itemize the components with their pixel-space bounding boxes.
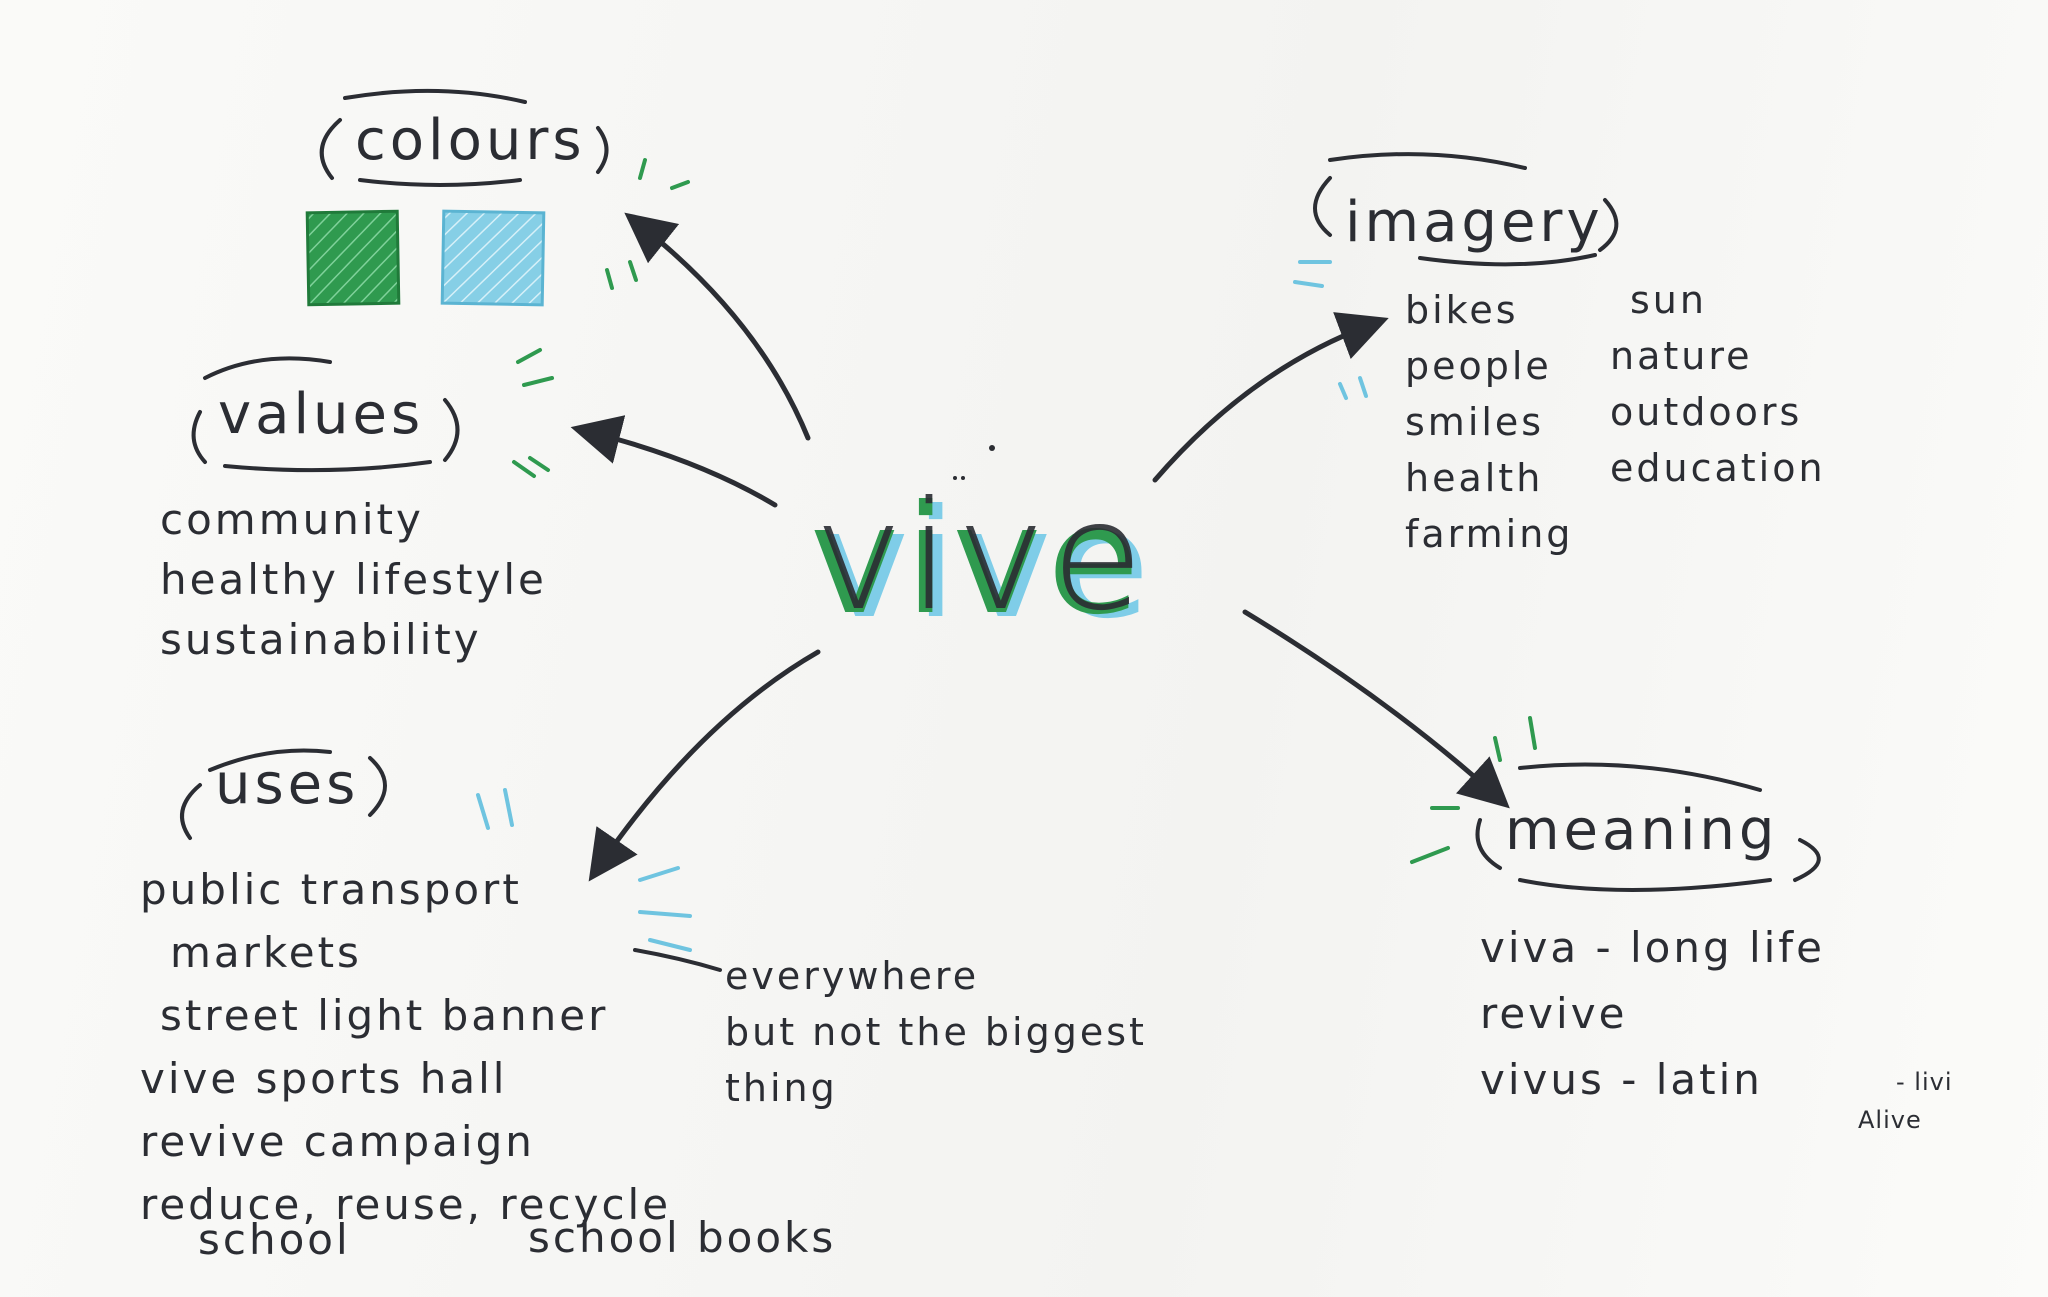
meaning-list: viva - long life revive vivus - latin — [1480, 915, 1825, 1113]
values-list: community healthy lifestyle sustainabili… — [160, 490, 547, 670]
imagery-item: outdoors — [1610, 390, 1803, 434]
colours-heading: colours — [355, 108, 586, 173]
meaning-item: viva - long life — [1480, 923, 1825, 972]
uses-item: revive campaign — [140, 1117, 535, 1166]
values-item: healthy lifestyle — [160, 555, 547, 604]
imagery-item: education — [1610, 446, 1826, 490]
imagery-item: farming — [1405, 512, 1574, 556]
imagery-item: nature — [1610, 334, 1753, 378]
uses-school-books: school books — [528, 1213, 837, 1262]
values-item: community — [160, 495, 424, 544]
uses-item: street light banner — [160, 991, 609, 1040]
meaning-item: revive — [1480, 989, 1628, 1038]
center-word: vive — [814, 470, 1150, 644]
uses-item: vive sports hall — [140, 1054, 508, 1103]
uses-item: markets — [170, 928, 362, 977]
imagery-heading: imagery — [1345, 190, 1604, 255]
values-heading: values — [218, 382, 425, 447]
uses-item: reduce, reuse, recycle — [140, 1180, 672, 1229]
meaning-trail-1: - livi — [1896, 1068, 1953, 1096]
uses-heading: uses — [215, 752, 360, 817]
meaning-item: vivus - latin — [1480, 1055, 1763, 1104]
uses-item: public transport — [140, 865, 522, 914]
values-item: sustainability — [160, 615, 482, 664]
green-swatch — [305, 209, 401, 307]
center-word-green-shadow: vive — [810, 474, 1146, 648]
meaning-heading: meaning — [1505, 798, 1779, 863]
imagery-item: people — [1405, 344, 1552, 388]
uses-note: everywhere but not the biggest thing — [725, 948, 1147, 1116]
imagery-item: smiles — [1405, 400, 1545, 444]
imagery-item: bikes — [1405, 288, 1519, 332]
note-line: everywhere — [725, 954, 980, 998]
meaning-trail-2: Alive — [1858, 1106, 1922, 1134]
imagery-item: health — [1405, 456, 1544, 500]
imagery-col1: bikes people smiles health farming — [1405, 282, 1573, 562]
center-word-blue-shadow: vive — [820, 478, 1156, 652]
imagery-col2: sun nature outdoors education — [1610, 272, 1826, 496]
uses-school: school — [198, 1215, 351, 1264]
note-line: but not the biggest — [725, 1010, 1147, 1054]
imagery-item: sun — [1630, 278, 1707, 322]
uses-list: public transport markets street light ba… — [140, 858, 671, 1236]
blue-swatch — [440, 209, 546, 307]
note-line: thing — [725, 1066, 838, 1110]
